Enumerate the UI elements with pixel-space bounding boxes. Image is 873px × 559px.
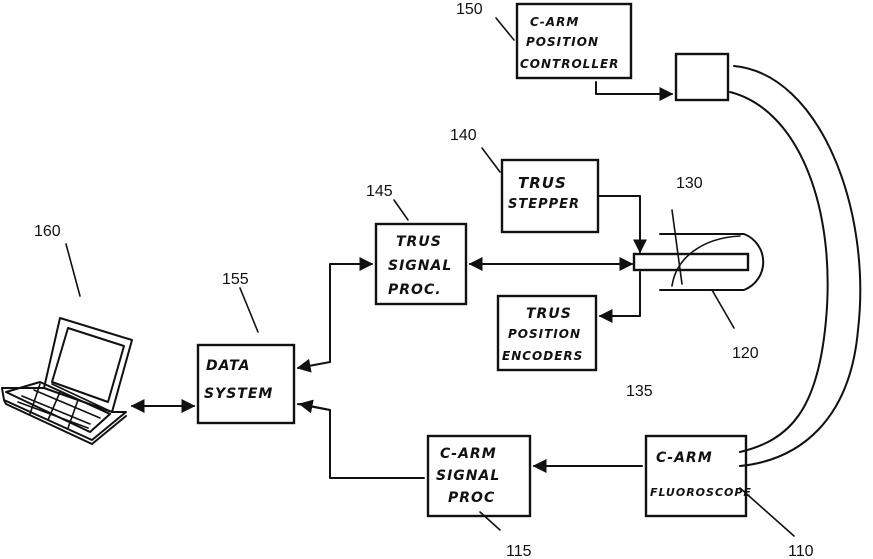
ref-120: 120 [732,345,759,362]
carm-fluoroscope-line2: FLUOROSCOPE [650,486,752,499]
trus-signal-proc-line1: TRUS [396,234,442,250]
trus-stepper-box [502,160,598,232]
trus-position-encoders-line2: POSITION [508,327,581,341]
trus-stepper-line2: STEPPER [508,197,580,212]
trus-position-encoders-line1: TRUS [526,306,572,322]
trus-position-encoders-line3: ENCODERS [502,349,583,363]
ref-160: 160 [34,223,61,240]
trus-probe [634,210,763,290]
carm-position-controller-line1: C-ARM [530,15,579,29]
trus-stepper-line1: TRUS [518,174,567,192]
data-system-box [198,345,294,423]
carm-signal-proc-line3: PROC [448,490,495,506]
laptop-computer [2,318,132,444]
ref-130: 130 [676,175,703,192]
trus-signal-proc-line3: PROC. [388,282,442,298]
ref-135: 135 [626,383,653,400]
data-system-line1: DATA [206,358,250,374]
ref-140: 140 [450,127,477,144]
carm-fluoroscope-line1: C-ARM [656,450,713,466]
carm-signal-proc-line1: C-ARM [440,446,497,462]
ref-115: 115 [506,543,532,559]
ref-150: 150 [456,1,483,18]
carm-position-controller-line2: POSITION [526,35,599,49]
ref-145: 145 [366,183,393,200]
carm-fluoroscope-box [646,436,746,516]
ref-110: 110 [788,543,814,559]
data-system-line2: SYSTEM [204,386,273,402]
carm-signal-proc-line2: SIGNAL [436,468,500,484]
trus-signal-proc-line2: SIGNAL [388,258,452,274]
carm-position-controller-line3: CONTROLLER [520,57,619,71]
carm-receiver-box [676,54,728,100]
ref-155: 155 [222,271,249,288]
